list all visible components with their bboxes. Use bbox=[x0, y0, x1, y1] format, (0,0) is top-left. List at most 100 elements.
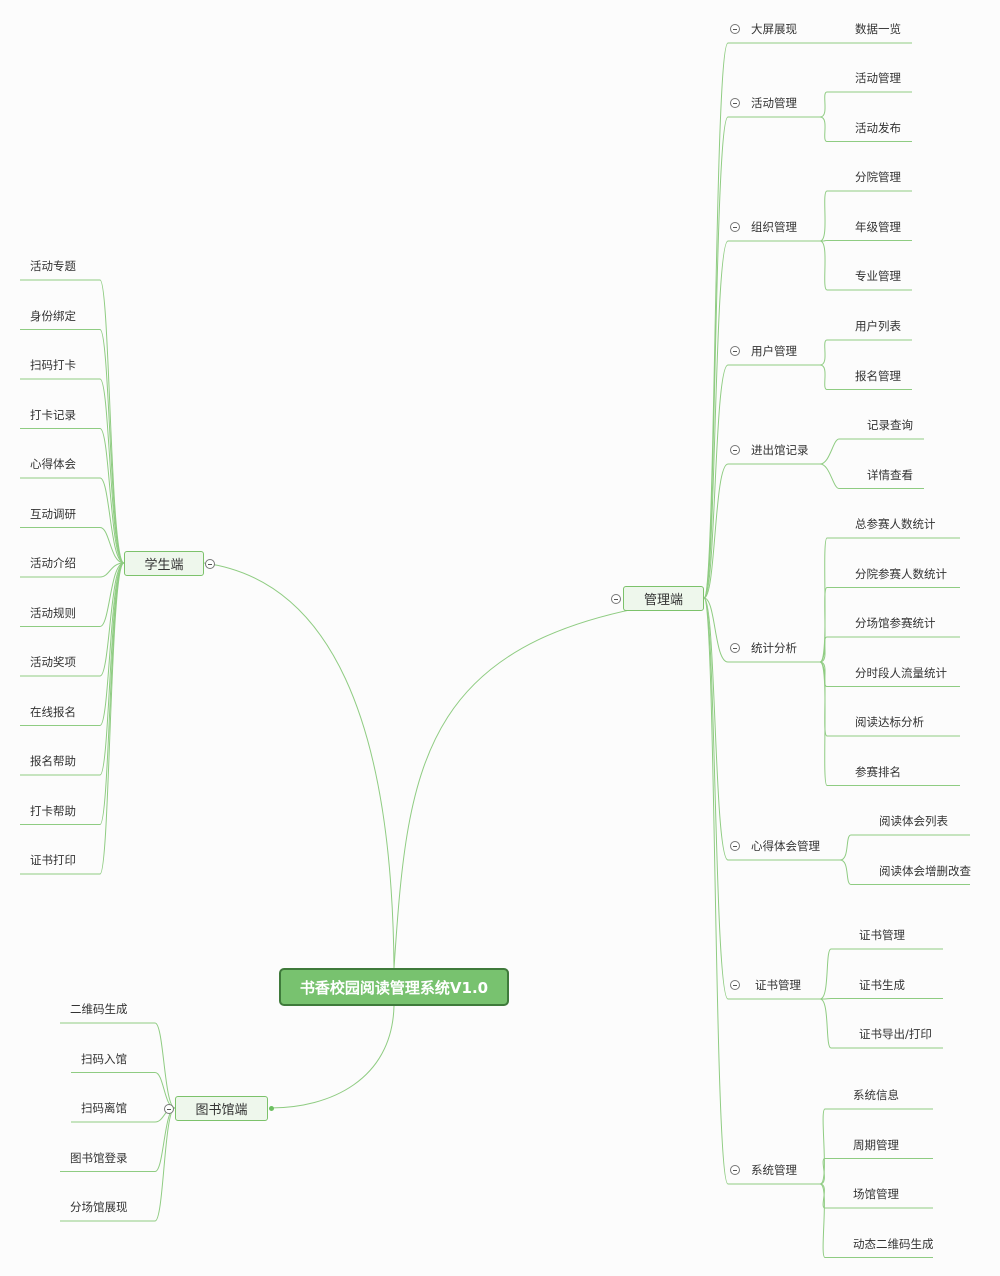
link-admin-item bbox=[819, 1183, 826, 1258]
link-student-item bbox=[99, 477, 125, 564]
admin-group-item[interactable]: 用户列表 bbox=[855, 319, 901, 333]
link-admin-item bbox=[819, 91, 828, 118]
student-item[interactable]: 心得体会 bbox=[30, 457, 76, 471]
collapse-toggle-group[interactable] bbox=[730, 346, 740, 356]
admin-group-item[interactable]: 分时段人流量统计 bbox=[855, 665, 947, 680]
admin-group-item[interactable]: 阅读体会列表 bbox=[879, 814, 948, 828]
student-item[interactable]: 活动专题 bbox=[30, 259, 76, 273]
admin-group-item[interactable]: 证书生成 bbox=[859, 977, 905, 992]
link-admin-item bbox=[819, 438, 840, 465]
link-admin-item bbox=[819, 364, 828, 390]
collapse-toggle-group[interactable] bbox=[730, 1165, 740, 1175]
admin-group-item[interactable]: 证书导出/打印 bbox=[859, 1027, 932, 1041]
admin-group-item[interactable]: 阅读达标分析 bbox=[855, 715, 924, 729]
admin-group-label[interactable]: 用户管理 bbox=[751, 344, 797, 358]
link-admin-item bbox=[819, 636, 828, 663]
student-item[interactable]: 活动介绍 bbox=[30, 556, 76, 570]
link-student-item bbox=[99, 562, 125, 578]
link-admin-item bbox=[839, 859, 852, 885]
link-library-item bbox=[154, 1022, 176, 1109]
admin-group-item[interactable]: 记录查询 bbox=[867, 418, 913, 432]
admin-group-label[interactable]: 心得体会管理 bbox=[751, 839, 820, 853]
link-student-item bbox=[99, 562, 125, 875]
link-library-item bbox=[154, 1107, 176, 1222]
collapse-toggle-group[interactable] bbox=[730, 24, 740, 34]
student-item[interactable]: 打卡帮助 bbox=[30, 803, 76, 818]
student-item[interactable]: 扫码打卡 bbox=[30, 358, 76, 372]
library-item[interactable]: 二维码生成 bbox=[70, 1002, 128, 1016]
collapse-toggle-group[interactable] bbox=[730, 222, 740, 232]
link-student-item bbox=[99, 279, 125, 564]
link-admin-group bbox=[703, 597, 729, 663]
admin-group-item[interactable]: 数据一览 bbox=[855, 22, 901, 36]
admin-group-item[interactable]: 年级管理 bbox=[855, 219, 901, 234]
student-item[interactable]: 证书打印 bbox=[30, 853, 76, 867]
admin-group-label[interactable]: 大屏展现 bbox=[751, 22, 797, 36]
admin-group-label[interactable]: 统计分析 bbox=[751, 641, 797, 655]
admin-group-item[interactable]: 活动管理 bbox=[855, 71, 901, 85]
link-admin-group bbox=[703, 597, 729, 1000]
admin-group-label[interactable]: 活动管理 bbox=[751, 96, 797, 110]
link-admin-group bbox=[703, 597, 729, 1185]
collapse-toggle-group[interactable] bbox=[730, 841, 740, 851]
admin-group-item[interactable]: 周期管理 bbox=[853, 1137, 899, 1152]
admin-group-item[interactable]: 动态二维码生成 bbox=[853, 1236, 934, 1251]
admin-group-item[interactable]: 报名管理 bbox=[855, 368, 901, 383]
link-admin-item bbox=[819, 1158, 826, 1185]
library-item[interactable]: 扫码离馆 bbox=[81, 1101, 127, 1115]
link-admin-group bbox=[703, 116, 729, 599]
admin-group-label[interactable]: 组织管理 bbox=[751, 220, 797, 234]
collapse-toggle-group[interactable] bbox=[730, 643, 740, 653]
admin-group-label[interactable]: 系统管理 bbox=[751, 1163, 797, 1177]
expand-dot-library[interactable] bbox=[269, 1106, 274, 1111]
link-admin-group bbox=[703, 240, 729, 599]
admin-group-item[interactable]: 总参赛人数统计 bbox=[855, 517, 936, 531]
admin-group-item[interactable]: 分院参赛人数统计 bbox=[855, 566, 947, 581]
library-item[interactable]: 扫码入馆 bbox=[81, 1051, 127, 1066]
admin-group-item[interactable]: 阅读体会增删改查 bbox=[879, 863, 971, 878]
student-item[interactable]: 报名帮助 bbox=[30, 754, 76, 768]
link-root-library bbox=[269, 1005, 395, 1109]
branch-library[interactable]: 图书馆端 bbox=[175, 1096, 268, 1121]
link-student-item bbox=[99, 562, 125, 677]
admin-group-item[interactable]: 参赛排名 bbox=[855, 764, 901, 779]
link-admin-item bbox=[819, 948, 832, 1000]
collapse-toggle-group[interactable] bbox=[730, 980, 740, 990]
collapse-toggle-library[interactable] bbox=[164, 1104, 174, 1114]
collapse-toggle-group[interactable] bbox=[730, 98, 740, 108]
admin-group-item[interactable]: 分场馆参赛统计 bbox=[855, 616, 936, 630]
library-item[interactable]: 图书馆登录 bbox=[70, 1150, 128, 1165]
student-item[interactable]: 活动规则 bbox=[30, 605, 76, 620]
student-item[interactable]: 身份绑定 bbox=[30, 308, 76, 323]
branch-student[interactable]: 学生端 bbox=[124, 551, 204, 576]
admin-group-item[interactable]: 详情查看 bbox=[867, 467, 913, 482]
student-item[interactable]: 打卡记录 bbox=[30, 407, 76, 422]
root-node[interactable]: 书香校园阅读管理系统V1.0 bbox=[279, 968, 509, 1006]
admin-group-item[interactable]: 活动发布 bbox=[855, 120, 901, 135]
collapse-toggle-student[interactable] bbox=[205, 559, 215, 569]
link-root-admin bbox=[393, 597, 705, 969]
collapse-toggle-group[interactable] bbox=[730, 445, 740, 455]
admin-group-item[interactable]: 证书管理 bbox=[859, 928, 905, 942]
link-student-item bbox=[99, 562, 125, 776]
link-student-item bbox=[99, 329, 125, 564]
student-item[interactable]: 互动调研 bbox=[30, 506, 76, 521]
link-admin-item bbox=[819, 661, 828, 786]
admin-group-label[interactable]: 进出馆记录 bbox=[751, 443, 809, 457]
admin-group-item[interactable]: 系统信息 bbox=[853, 1088, 899, 1102]
branch-admin[interactable]: 管理端 bbox=[623, 586, 704, 611]
admin-group-item[interactable]: 场馆管理 bbox=[853, 1187, 899, 1201]
student-item[interactable]: 在线报名 bbox=[30, 704, 76, 719]
admin-group-label[interactable]: 证书管理 bbox=[755, 978, 801, 992]
library-item[interactable]: 分场馆展现 bbox=[70, 1200, 128, 1214]
link-student-item bbox=[99, 527, 125, 564]
link-student-item bbox=[99, 428, 125, 564]
link-admin-item bbox=[819, 116, 828, 142]
admin-group-item[interactable]: 专业管理 bbox=[855, 269, 901, 283]
admin-group-item[interactable]: 分院管理 bbox=[855, 170, 901, 184]
collapse-toggle-admin[interactable] bbox=[611, 594, 621, 604]
student-item[interactable]: 活动奖项 bbox=[30, 655, 76, 669]
link-student-item bbox=[99, 378, 125, 564]
